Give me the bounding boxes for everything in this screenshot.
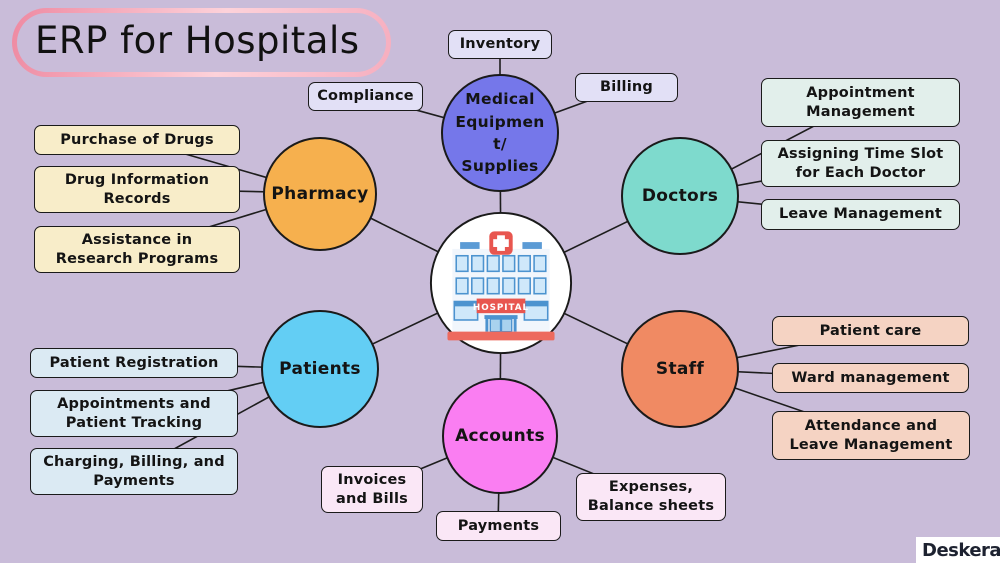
hospital-sign-text: HOSPITAL <box>473 303 529 313</box>
node-label-doctors: Doctors <box>641 185 719 206</box>
leaf-box-assigning-time-slot: Assigning Time Slot for Each Doctor <box>761 140 960 187</box>
leaf-box-ward-management: Ward management <box>772 363 969 393</box>
leaf-box-appointment-management: Appointment Management <box>761 78 960 127</box>
node-circle-pharmacy: Pharmacy <box>263 137 377 251</box>
hospital-icon: HOSPITAL <box>429 211 573 355</box>
node-label-patients: Patients <box>279 358 361 379</box>
node-circle-accounts: Accounts <box>442 378 558 494</box>
node-label-pharmacy: Pharmacy <box>271 183 369 204</box>
leaf-box-leave-management: Leave Management <box>761 199 960 230</box>
leaf-box-assistance-research: Assistance in Research Programs <box>34 226 240 273</box>
title-pill-ring: ERP for Hospitals <box>12 8 391 77</box>
leaf-box-invoices-and-bills: Invoices and Bills <box>321 466 423 513</box>
leaf-box-appointments-patient-tracking: Appointments and Patient Tracking <box>30 390 238 437</box>
deskera-logo: Deskera <box>916 537 1000 563</box>
node-label-medical-equipment: Medical Equipmen t/ Supplies <box>455 90 545 176</box>
leaf-box-expenses-balance-sheets: Expenses, Balance sheets <box>576 473 726 521</box>
node-label-staff: Staff <box>655 358 705 379</box>
leaf-box-drug-information-records: Drug Information Records <box>34 166 240 213</box>
central-hub: HOSPITAL <box>428 210 574 356</box>
leaf-box-patient-registration: Patient Registration <box>30 348 238 378</box>
leaf-box-patient-care: Patient care <box>772 316 969 346</box>
leaf-box-inventory: Inventory <box>448 30 552 59</box>
node-circle-doctors: Doctors <box>621 137 739 255</box>
leaf-box-attendance-leave: Attendance and Leave Management <box>772 411 970 460</box>
leaf-box-payments: Payments <box>436 511 561 541</box>
leaf-box-purchase-of-drugs: Purchase of Drugs <box>34 125 240 155</box>
page-title: ERP for Hospitals <box>35 19 360 62</box>
leaf-box-billing: Billing <box>575 73 678 102</box>
leaf-box-compliance: Compliance <box>308 82 423 111</box>
node-circle-medical-equipment: Medical Equipmen t/ Supplies <box>441 74 559 192</box>
leaf-box-charging-billing-payments: Charging, Billing, and Payments <box>30 448 238 495</box>
node-circle-patients: Patients <box>261 310 379 428</box>
node-circle-staff: Staff <box>621 310 739 428</box>
node-label-accounts: Accounts <box>455 425 545 446</box>
title-pill: ERP for Hospitals <box>17 13 386 72</box>
